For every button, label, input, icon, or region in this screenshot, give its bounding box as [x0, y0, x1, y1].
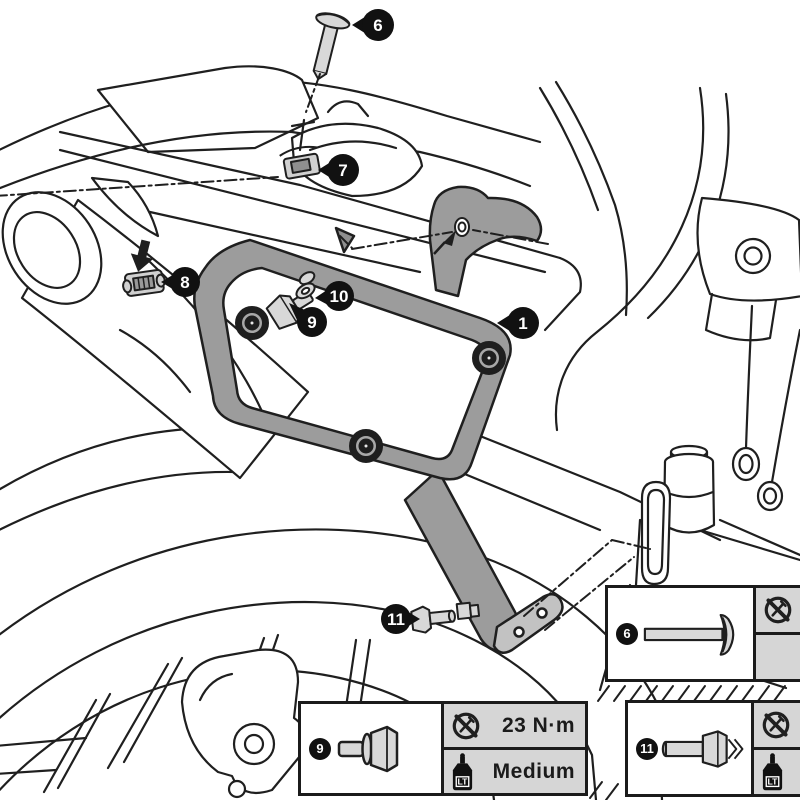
bottle-label: LT: [768, 777, 779, 787]
tail-bodywork: [0, 65, 542, 238]
spec-box-part-11: 11: [625, 700, 800, 797]
callout-8-number: 8: [180, 273, 189, 292]
mounting-puck: [235, 306, 269, 340]
callout-11: 11: [381, 604, 420, 634]
threadlock-cell: LT: [754, 747, 800, 794]
callout-10-number: 10: [330, 287, 349, 306]
callout-6-number: 6: [373, 16, 382, 35]
threadlock-value: Medium: [492, 759, 575, 783]
spec-box-11-icon-column: LT: [751, 703, 800, 794]
bottle-label: LT: [458, 776, 469, 786]
spec-box-part-9: 9 23 N·m: [298, 701, 588, 796]
tread-hatch: [589, 685, 786, 800]
part-badge: 6: [616, 622, 638, 645]
bolt-part-11: [410, 601, 481, 634]
spec-box-6-lower-cell: [756, 632, 800, 679]
foot-hole: [513, 626, 525, 638]
spec-box-9-icon-column: 23 N·m LT Medium: [441, 704, 585, 793]
screw-part-6: [312, 12, 351, 81]
brake-caliper: [180, 648, 306, 794]
callout-1-number: 1: [518, 314, 527, 333]
callout-11-number: 11: [387, 610, 405, 629]
no-power-tool-icon: [764, 596, 792, 624]
carrier-hook-bracket: [428, 185, 543, 298]
insert-arrow-icon: [130, 239, 154, 272]
callout-7-number: 7: [338, 161, 347, 180]
no-power-tool-cell: [756, 588, 800, 632]
callout-8: 8: [161, 267, 200, 297]
threadlocker-bottle-icon: LT: [762, 753, 783, 791]
clip-nut-part-7: [279, 145, 321, 180]
spec-box-6-part-cell: 6: [608, 588, 753, 679]
clip-nut-part-8: [122, 268, 166, 297]
torque-cell: 23 N·m: [444, 704, 585, 747]
callout-1: 1: [497, 307, 539, 339]
threadlocker-bottle-icon: LT: [452, 752, 473, 790]
hex-bolt-drawing: [337, 725, 399, 772]
callout-6: 6: [352, 9, 394, 41]
alignment-dashdot-lines: [0, 73, 651, 631]
spec-box-9-part-cell: 9: [301, 704, 441, 793]
hex-bolt-drawing: [661, 729, 744, 768]
side-carrier: [193, 185, 564, 654]
part-badge: 9: [309, 737, 331, 760]
no-power-tool-icon: [452, 712, 480, 739]
motorcycle-line-art: [0, 65, 800, 800]
threadlock-cell: LT Medium: [444, 747, 585, 793]
spec-box-part-6: 6: [605, 585, 800, 682]
callout-9-number: 9: [307, 313, 316, 332]
main-frame-right: [453, 80, 800, 692]
callout-balloons: 6 7 8 9 10 1 11: [161, 9, 539, 634]
spec-box-6-icon-column: [753, 588, 800, 679]
mounting-puck: [349, 429, 383, 463]
torque-value: 23 N·m: [501, 713, 575, 737]
flat-head-screw-drawing: [643, 613, 735, 656]
fluid-reservoir: [640, 444, 716, 586]
no-power-tool-cell: [754, 703, 800, 747]
foot-hole: [536, 607, 548, 619]
callout-7: 7: [318, 154, 359, 186]
no-power-tool-icon: [762, 711, 790, 739]
callout-10: 10: [315, 281, 354, 311]
part-badge: 11: [636, 737, 658, 760]
washer-part-10: [295, 271, 316, 300]
spec-box-11-part-cell: 11: [628, 703, 751, 794]
frame-hole-marker: [433, 217, 470, 255]
callout-9: 9: [289, 303, 327, 337]
mounting-puck: [472, 341, 506, 375]
